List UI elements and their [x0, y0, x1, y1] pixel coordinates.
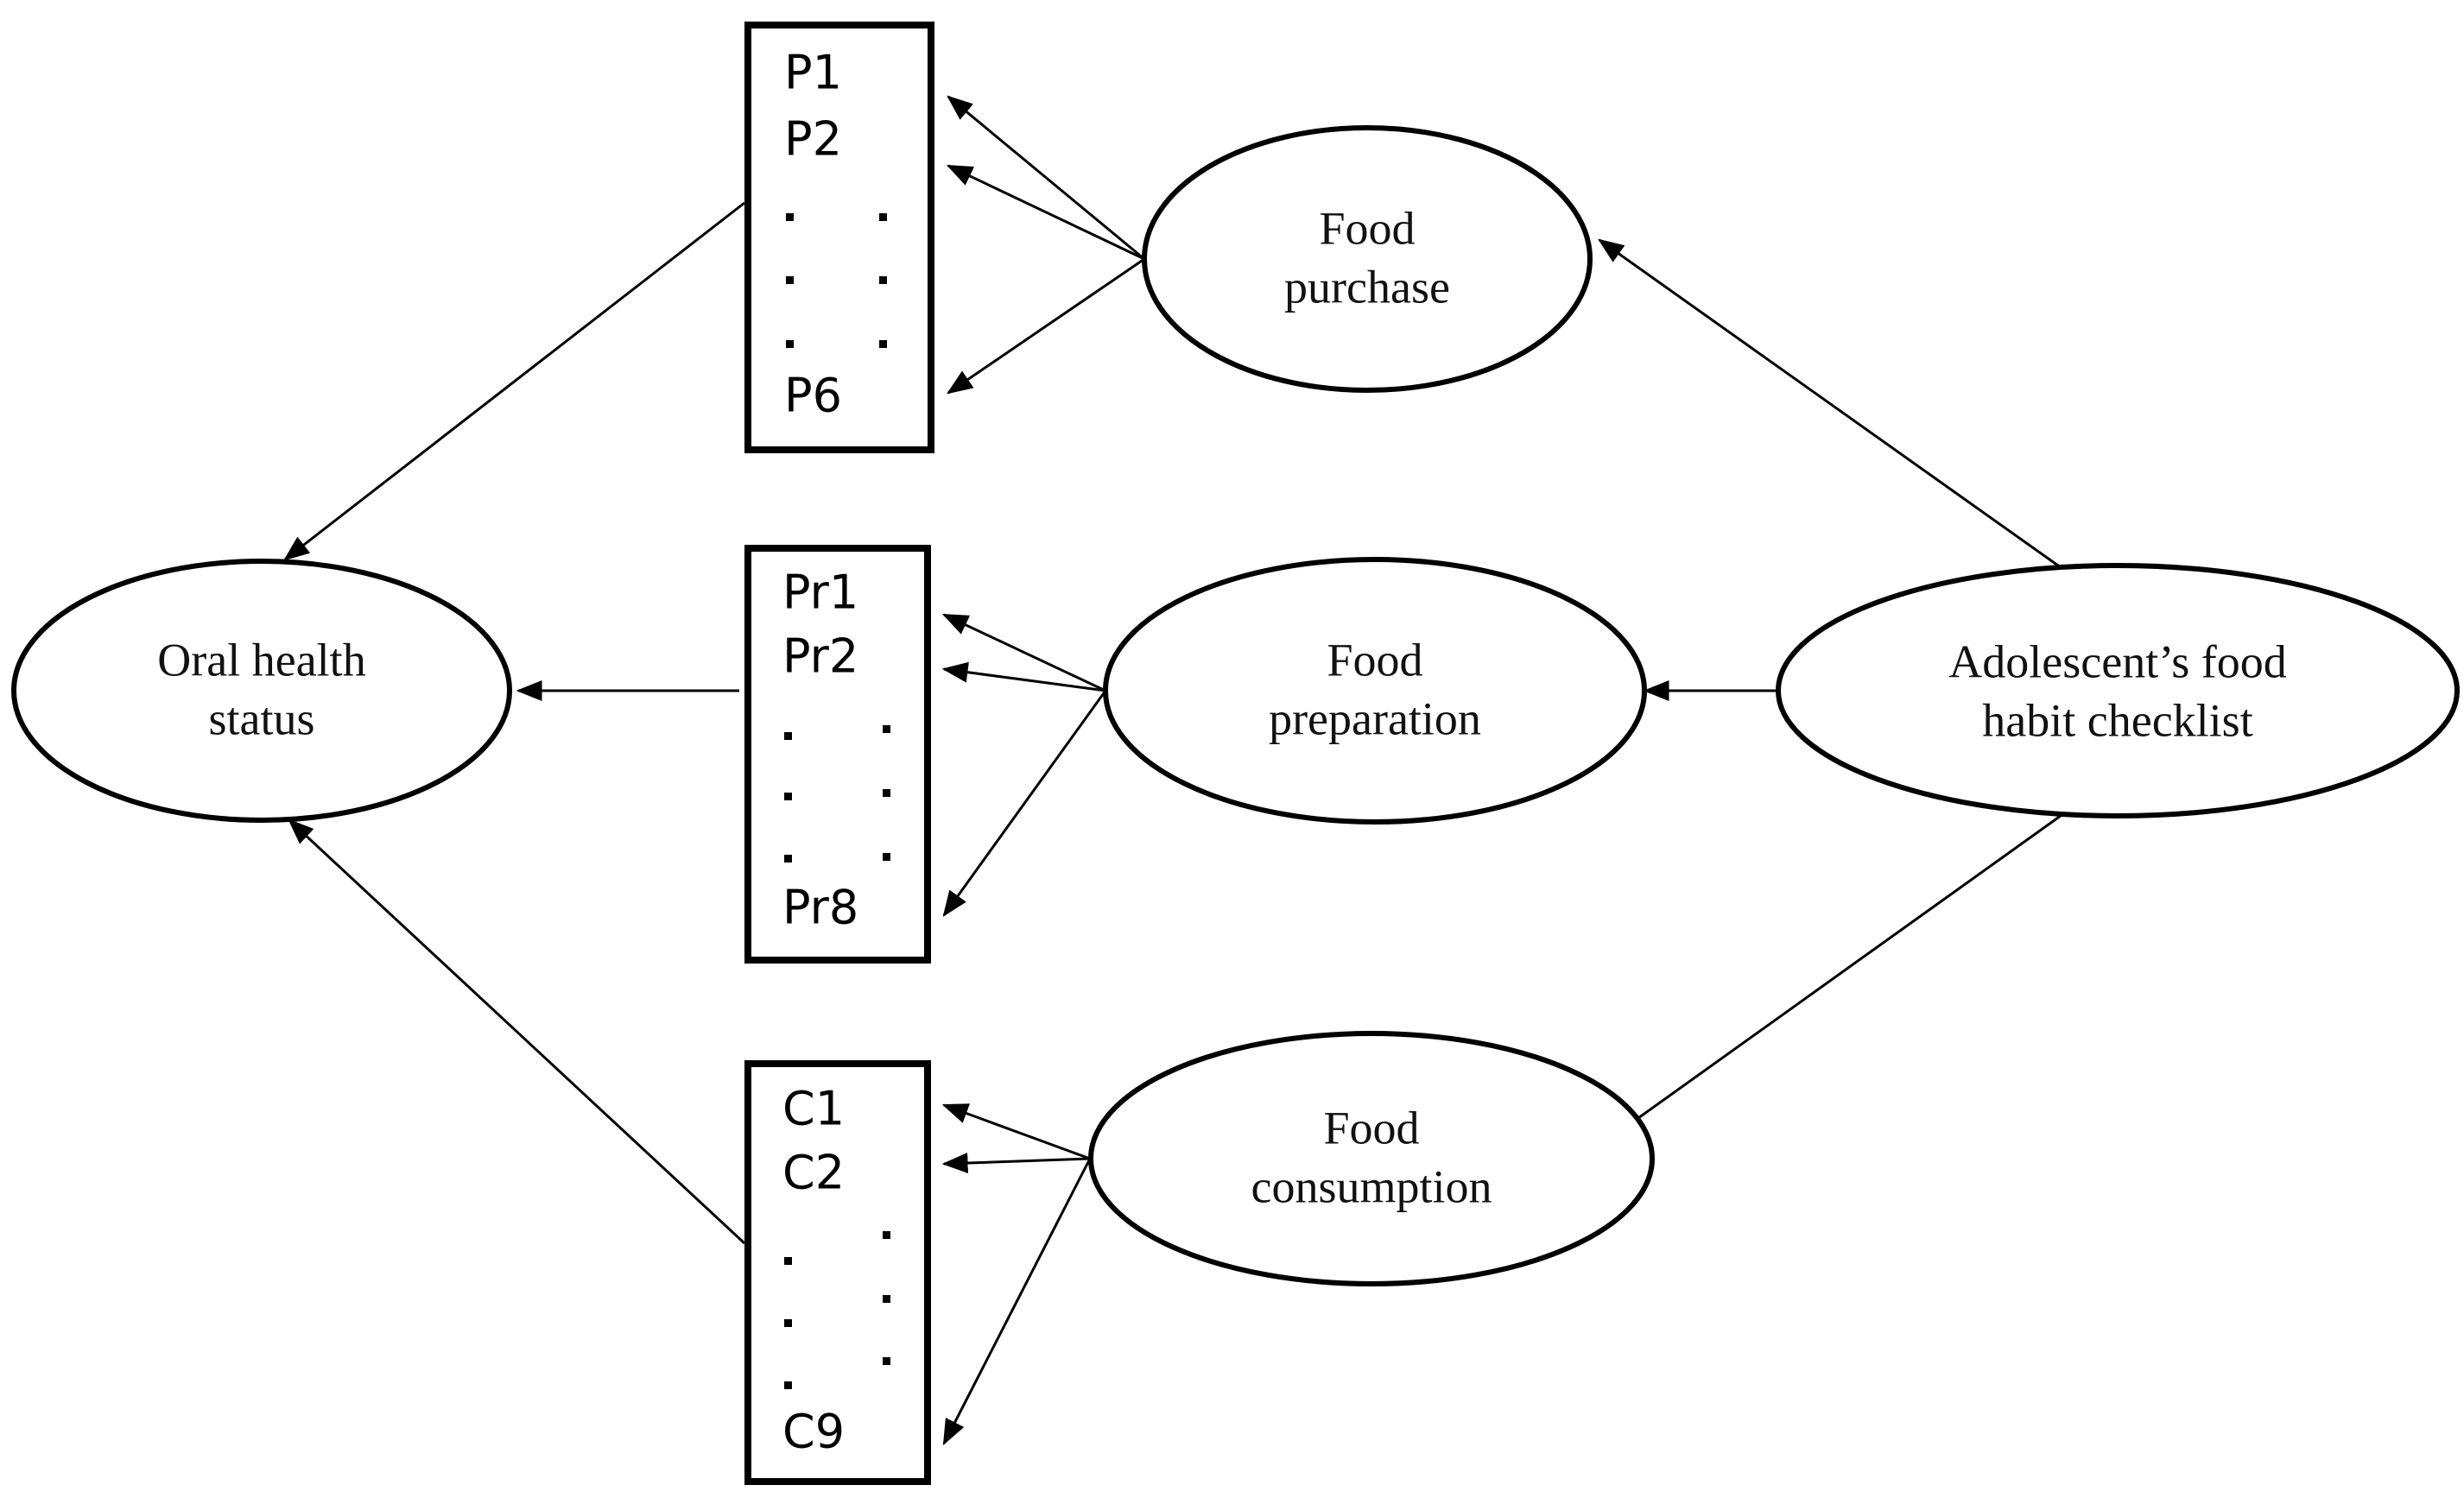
ellipsis-dot: [883, 725, 890, 733]
edge-checklist-to-food-consumption: [1600, 812, 2065, 1146]
ellipsis-dot: [784, 793, 792, 800]
consumption-item-second: C2: [782, 1146, 845, 1200]
preparation-items-box[interactable]: Pr1 Pr2 Pr8: [744, 545, 931, 964]
ellipsis-dot: [786, 213, 794, 221]
purchase-items-rect[interactable]: [744, 22, 934, 453]
preparation-item-first: Pr1: [782, 566, 858, 620]
edge-purchase-to-p6: [947, 257, 1145, 395]
preparation-outer-ellipsis: [883, 725, 890, 861]
consumption-item-last: C9: [782, 1405, 845, 1459]
edges-checklist-to-processes: [1598, 238, 2065, 1146]
food-preparation-ellipse[interactable]: [1103, 557, 1647, 825]
purchase-item-second: P2: [784, 112, 842, 167]
ellipsis-dot: [784, 732, 792, 740]
consumption-inner-ellipsis: [784, 1257, 792, 1389]
ellipsis-dot: [879, 276, 887, 284]
ellipsis-dot: [883, 789, 890, 797]
ellipsis-dot: [786, 340, 794, 348]
food-preparation-label-line2: preparation: [1269, 692, 1481, 744]
ellipsis-dot: [784, 855, 792, 863]
food-consumption-label-line2: consumption: [1251, 1160, 1492, 1212]
edge-preparation-to-pr8: [942, 690, 1107, 917]
food-purchase-ellipse[interactable]: [1142, 125, 1593, 393]
preparation-inner-ellipsis: [784, 732, 792, 863]
consumption-items-box[interactable]: C1 C2 C9: [744, 1060, 931, 1485]
preparation-item-last: Pr8: [782, 881, 858, 935]
node-food-preparation[interactable]: Food preparation: [1103, 557, 1647, 825]
food-preparation-label-line1: Food: [1327, 634, 1422, 686]
ellipsis-dot: [786, 276, 794, 284]
preparation-items-rect[interactable]: [744, 545, 931, 964]
ellipsis-dot: [883, 1231, 890, 1239]
oral-health-status-label-line2: status: [208, 692, 314, 744]
node-oral-health-status[interactable]: Oral health status: [11, 559, 512, 823]
consumption-item-first: C1: [782, 1082, 845, 1136]
edges-food-preparation-to-items: [941, 613, 1107, 917]
ellipsis-dot: [784, 1319, 792, 1327]
consumption-items-rect[interactable]: [744, 1060, 931, 1485]
checklist-label-line2: habit checklist: [1982, 694, 2252, 746]
edge-purchase-to-p2: [946, 164, 1145, 261]
edge-purchase-items-to-oral-health: [283, 201, 745, 561]
edge-preparation-to-pr2: [941, 661, 1106, 692]
purchase-outer-ellipsis: [879, 213, 887, 348]
ellipsis-dot: [883, 1357, 890, 1365]
edge-checklist-to-food-purchase: [1598, 238, 2065, 572]
food-consumption-label-line1: Food: [1323, 1102, 1419, 1153]
consumption-outer-ellipsis: [883, 1231, 890, 1365]
food-consumption-ellipse[interactable]: [1088, 1031, 1655, 1286]
oral-health-status-label-line1: Oral health: [157, 634, 365, 686]
ellipsis-dot: [883, 853, 890, 861]
node-food-consumption[interactable]: Food consumption: [1088, 1031, 1655, 1286]
edge-consumption-items-to-oral-health: [288, 818, 746, 1245]
edge-consumption-to-c9: [942, 1158, 1092, 1446]
ellipsis-dot: [879, 340, 887, 348]
node-food-purchase[interactable]: Food purchase: [1142, 125, 1593, 393]
ellipsis-dot: [883, 1295, 890, 1303]
food-purchase-label-line2: purchase: [1284, 261, 1450, 313]
purchase-item-last: P6: [784, 369, 842, 423]
food-purchase-label-line1: Food: [1319, 202, 1415, 254]
ellipsis-dot: [784, 1381, 792, 1389]
edge-consumption-to-c1: [941, 1103, 1091, 1160]
checklist-label-line1: Adolescent’s food: [1948, 635, 2286, 687]
oral-health-status-ellipse[interactable]: [11, 559, 512, 823]
edges-food-purchase-to-items: [946, 95, 1145, 395]
ellipsis-dot: [784, 1257, 792, 1265]
purchase-item-first: P1: [784, 46, 842, 100]
edges-items-to-oral-health: [283, 201, 746, 1245]
node-adolescent-food-habit-checklist[interactable]: Adolescent’s food habit checklist: [1776, 563, 2460, 818]
edge-purchase-to-p1: [947, 95, 1145, 261]
preparation-item-second: Pr2: [782, 629, 858, 684]
purchase-inner-ellipsis: [786, 213, 794, 348]
ellipsis-dot: [879, 213, 887, 221]
edge-consumption-to-c2: [941, 1153, 1091, 1174]
checklist-ellipse[interactable]: [1776, 563, 2460, 818]
edge-preparation-to-pr1: [941, 613, 1106, 692]
purchase-items-box[interactable]: P1 P2 P6: [744, 22, 934, 453]
edges-food-consumption-to-items: [941, 1103, 1092, 1446]
